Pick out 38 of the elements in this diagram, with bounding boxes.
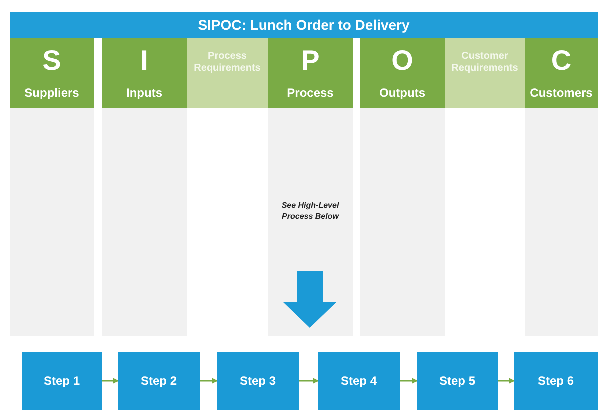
process-step-box [217, 352, 299, 410]
requirements-header [445, 38, 525, 108]
column-title: Customer Requirements [450, 51, 520, 75]
column-header [268, 38, 353, 108]
column-letter: S [42, 46, 62, 76]
column-title: Customers [530, 86, 593, 100]
note-text: See High-Level Process Below [280, 200, 340, 222]
column-header [525, 38, 598, 108]
title-banner: SIPOC: Lunch Order to Delivery [10, 12, 598, 38]
step-label: Step 6 [538, 374, 574, 388]
arrow [299, 378, 319, 384]
step-label: Step 5 [439, 374, 476, 388]
process-step-box [514, 352, 598, 410]
step-label: Step 2 [140, 374, 177, 388]
column-header [102, 38, 187, 108]
arrow [102, 378, 119, 384]
column-title: Process Requirements [193, 51, 262, 75]
process-step-box [118, 352, 200, 410]
column-letter: O [392, 46, 414, 76]
process-step-box [417, 352, 498, 410]
column-title: Outputs [380, 86, 426, 100]
process-step-box [318, 352, 400, 410]
column-title: Process [287, 86, 334, 100]
column-letter: I [140, 46, 148, 76]
requirements-header [187, 38, 268, 108]
column-header [360, 38, 445, 108]
column-title: Inputs [126, 86, 162, 100]
step-label: Step 1 [44, 374, 80, 388]
process-step-box [22, 352, 102, 410]
column-title: Suppliers [24, 86, 80, 100]
step-label: Step 3 [240, 374, 276, 388]
arrow [498, 378, 515, 384]
column-header [10, 38, 94, 108]
arrow [200, 378, 218, 384]
step-label: Step 4 [340, 374, 377, 388]
column-letter: C [551, 46, 572, 76]
arrow [400, 378, 418, 384]
column-letter: P [301, 46, 320, 76]
